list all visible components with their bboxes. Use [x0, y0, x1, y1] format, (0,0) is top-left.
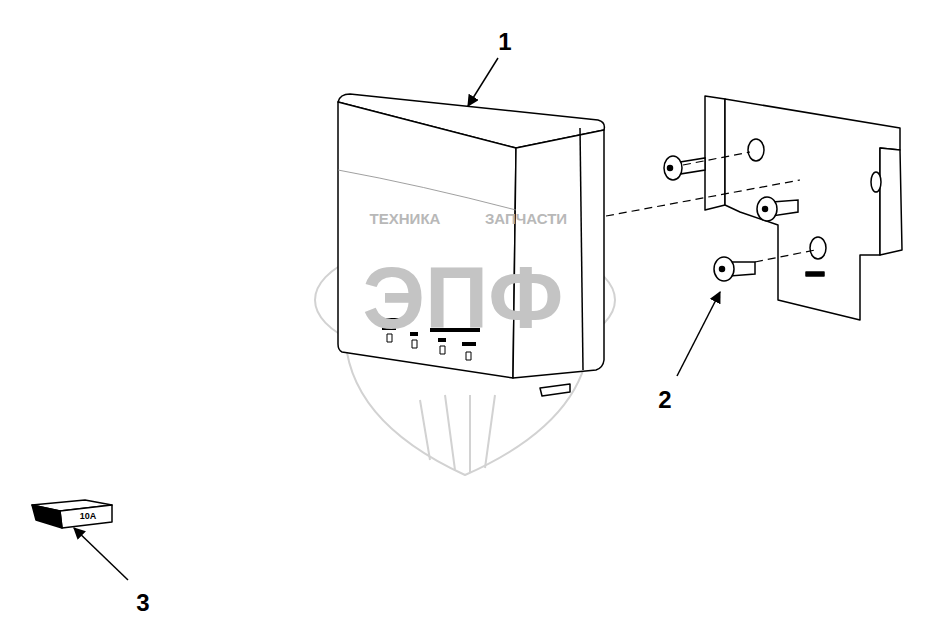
callout-number: 1 — [498, 30, 511, 54]
callout-number: 3 — [136, 591, 149, 615]
control-unit — [338, 94, 604, 396]
screws — [664, 156, 798, 281]
watermark-text: ЗАПЧАСТИ — [485, 211, 567, 226]
fuse — [32, 500, 112, 528]
watermark-logo: ЭПФ — [363, 254, 564, 342]
mounting-bracket — [705, 96, 902, 320]
watermark-text: ТЕХНИКА — [370, 211, 441, 226]
assembly-lines — [606, 152, 815, 262]
callout-number: 2 — [658, 388, 671, 412]
fuse-rating: 10A — [80, 512, 97, 521]
leader-lines — [74, 58, 720, 580]
